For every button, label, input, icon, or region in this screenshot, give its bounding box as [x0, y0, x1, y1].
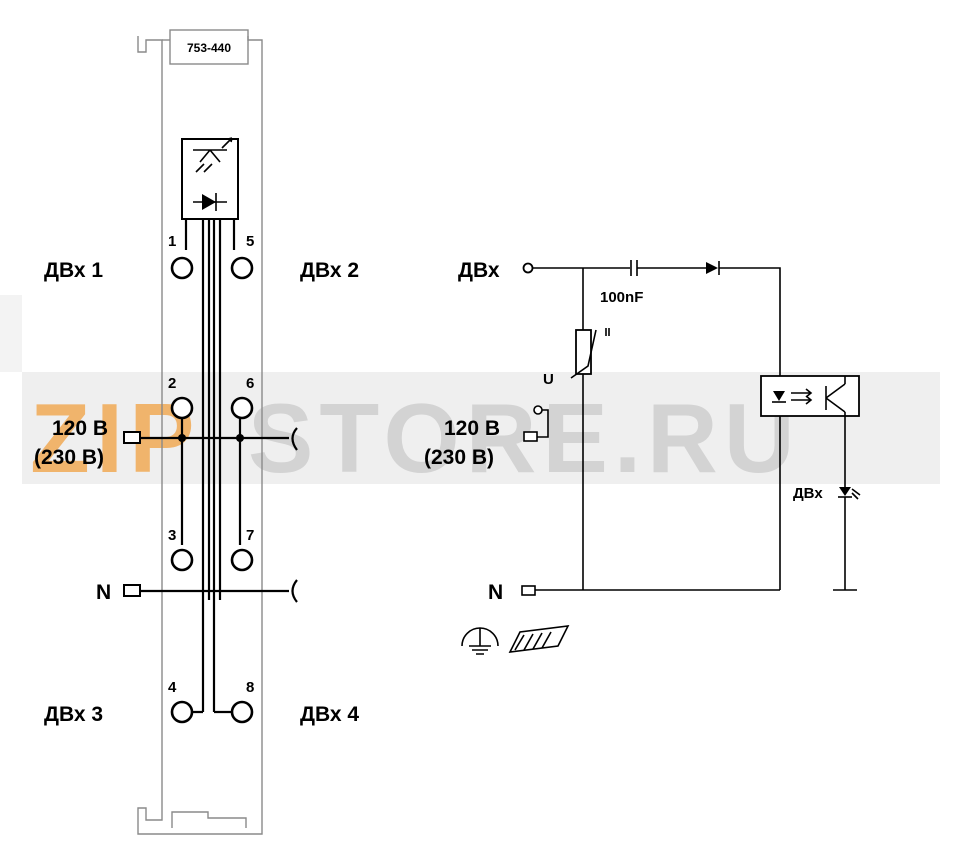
schematic-input-label: ДВх	[458, 259, 500, 282]
terminal-number-6: 6	[246, 375, 254, 392]
watermark: ZIP STORE.RU	[0, 295, 940, 493]
din-rail-icon	[508, 625, 570, 653]
terminal-number-2: 2	[168, 375, 176, 392]
terminal-number-4: 4	[168, 679, 177, 696]
terminal-4[interactable]	[170, 700, 194, 724]
varistor-label: U	[543, 371, 554, 388]
watermark-rest: STORE.RU	[248, 383, 801, 493]
diode-icon	[193, 193, 227, 211]
led-icon	[193, 137, 233, 173]
terminal-3[interactable]	[170, 548, 194, 572]
terminal-8[interactable]	[230, 700, 254, 724]
terminal-number-7: 7	[246, 527, 254, 544]
schematic-labels: ДВх 100nF U 120 В (230 В) N ДВх	[424, 259, 823, 604]
terminal-2[interactable]	[170, 396, 194, 420]
neutral-rail	[123, 579, 298, 603]
internal-conductors	[182, 219, 236, 714]
terminal-5[interactable]	[230, 256, 254, 280]
schematic-supply-line1: 120 В	[444, 417, 500, 440]
varistor-icon	[570, 328, 610, 379]
terminal-number-3: 3	[168, 527, 176, 544]
input-3-label: ДВх 3	[44, 703, 103, 726]
led-block	[181, 137, 239, 220]
supply-label-line1: 120 В	[52, 417, 108, 440]
input-4-label: ДВх 4	[300, 703, 359, 726]
terminal-6[interactable]	[230, 396, 254, 420]
terminals	[170, 256, 254, 724]
terminal-1[interactable]	[170, 256, 194, 280]
input-1-label: ДВх 1	[44, 259, 103, 282]
capacitor-value: 100nF	[600, 289, 643, 306]
supply-rail	[123, 412, 298, 545]
terminal-numbers: 1 2 3 4 5 6 7 8	[168, 233, 254, 696]
terminal-number-1: 1	[168, 233, 176, 250]
ground-icon	[461, 627, 499, 655]
neutral-label: N	[96, 581, 111, 604]
left-labels: ДВх 1 ДВх 2 ДВх 3 ДВх 4 120 В (230 В) N	[34, 259, 359, 726]
supply-label-line2: (230 В)	[34, 446, 104, 469]
terminal-number-5: 5	[246, 233, 254, 250]
schematic-output-label: ДВх	[793, 485, 823, 502]
input-schematic	[461, 260, 861, 655]
schematic-supply-line2: (230 В)	[424, 446, 494, 469]
terminal-7[interactable]	[230, 548, 254, 572]
led-output-icon	[838, 487, 861, 500]
input-2-label: ДВх 2	[300, 259, 359, 282]
diode-series-icon	[706, 261, 720, 275]
capacitor-icon	[630, 260, 638, 276]
optocoupler-icon	[760, 375, 860, 417]
terminal-number-8: 8	[246, 679, 254, 696]
module-outline	[137, 29, 263, 835]
module-part-number: 753-440	[187, 41, 231, 55]
schematic-neutral-label: N	[488, 581, 503, 604]
